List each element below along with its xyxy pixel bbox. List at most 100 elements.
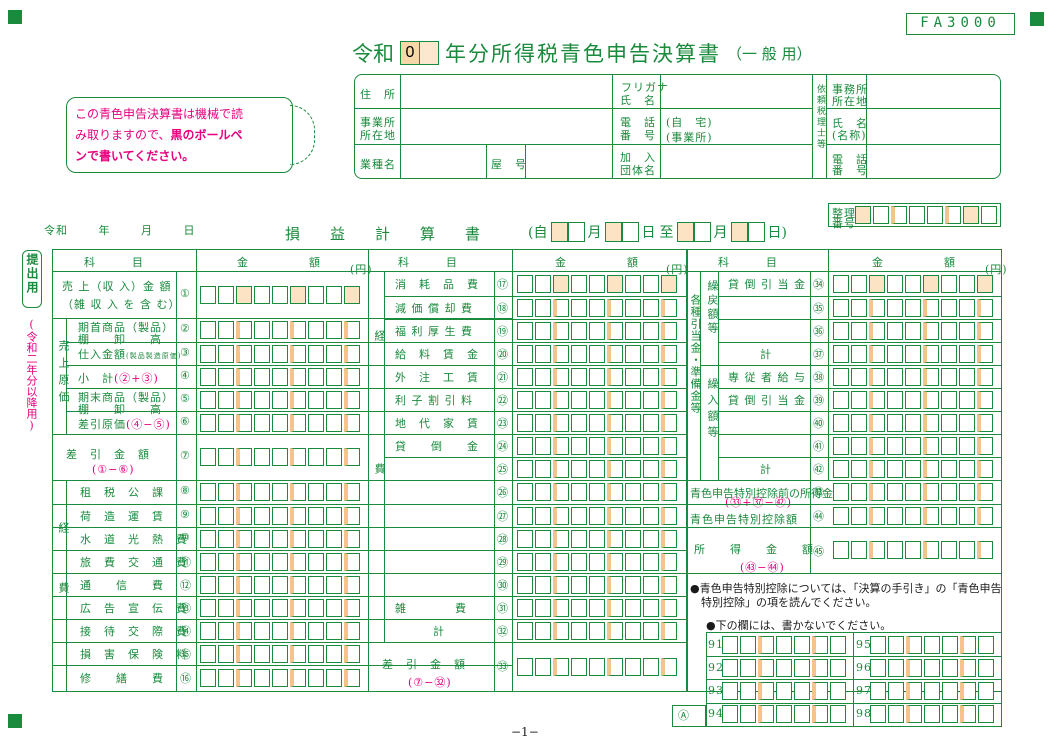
digit-cell[interactable] [218,621,234,640]
digit-cell[interactable] [254,552,270,571]
digit-cell[interactable] [535,529,551,548]
amount-cells-40[interactable] [833,413,995,432]
digit-cell[interactable] [290,529,306,548]
digit-cell[interactable] [851,541,867,559]
digit-cell[interactable] [517,413,533,432]
digit-cell[interactable] [272,669,288,687]
year-box[interactable]: 0 [400,41,439,65]
digit-cell[interactable] [625,275,641,293]
digit-cell[interactable] [517,483,533,501]
digit-cell[interactable] [535,275,551,293]
digit-cell[interactable] [888,636,904,654]
digit-cell[interactable] [833,321,849,340]
digit-cell[interactable] [887,541,903,559]
digit-cell[interactable] [218,506,234,525]
digit-cell[interactable] [218,669,234,687]
amount-cells-23[interactable] [517,413,679,432]
digit-cell[interactable] [589,575,605,594]
digit-cell[interactable] [553,459,569,478]
digit-cell[interactable] [887,321,903,340]
digit-cell[interactable] [326,286,342,304]
amount-cells-3[interactable] [200,344,362,363]
digit-cell[interactable] [553,436,569,455]
digit-cell[interactable] [905,507,921,525]
digit-cell[interactable] [661,598,677,617]
digit-cell[interactable] [218,344,234,363]
digit-cell[interactable] [254,506,270,525]
digit-cell[interactable] [254,390,270,409]
digit-cell[interactable] [571,459,587,478]
digit-cell[interactable] [290,598,306,617]
digit-cell[interactable] [218,644,234,663]
digit-cell[interactable] [254,529,270,548]
digit-cell[interactable] [553,621,569,640]
digit-cell[interactable] [535,298,551,317]
digit-cell[interactable] [589,552,605,571]
digit-cell[interactable] [236,344,252,363]
amount-cells-2[interactable] [200,321,362,339]
digit-cell[interactable] [887,483,903,501]
digit-cell[interactable] [643,275,659,293]
digit-cell[interactable] [607,321,623,340]
digit-cell[interactable] [977,390,993,409]
digit-cell[interactable] [535,506,551,525]
digit-cell[interactable] [517,506,533,525]
digit-cell[interactable] [661,367,677,386]
digit-cell[interactable] [833,390,849,409]
digit-cell[interactable] [869,390,885,409]
digit-cell[interactable] [643,483,659,501]
digit-cell[interactable] [661,321,677,340]
amount-cells-35[interactable] [833,298,995,317]
digit-cell[interactable] [941,483,957,501]
digit-cell[interactable] [643,575,659,594]
digit-cell[interactable] [833,436,849,455]
digit-cell[interactable] [869,541,885,559]
digit-cell[interactable] [589,529,605,548]
digit-cell[interactable] [517,298,533,317]
digit-cell[interactable] [758,705,774,723]
digit-cell[interactable] [625,321,641,340]
digit-cell[interactable] [535,575,551,594]
grid-cells-right-2[interactable] [870,682,996,700]
digit-cell[interactable] [661,658,677,676]
digit-cell[interactable] [553,552,569,571]
digit-cell[interactable] [272,644,288,663]
digit-cell[interactable] [535,344,551,363]
amount-cells-20[interactable] [517,344,679,363]
digit-cell[interactable] [625,575,641,594]
digit-cell[interactable] [851,321,867,340]
digit-cell[interactable] [254,344,270,363]
digit-cell[interactable] [236,598,252,617]
digit-cell[interactable] [942,682,958,700]
amount-cells-43[interactable] [833,483,995,501]
digit-cell[interactable] [977,367,993,386]
digit-cell[interactable] [308,390,324,409]
amount-cells-25[interactable] [517,459,679,478]
digit-cell[interactable] [218,598,234,617]
digit-cell[interactable] [870,705,886,723]
digit-cell[interactable] [589,298,605,317]
digit-cell[interactable] [290,390,306,409]
digit-cell[interactable] [977,275,993,293]
digit-cell[interactable] [959,436,975,455]
digit-cell[interactable] [236,413,252,432]
digit-cell[interactable] [272,344,288,363]
digit-cell[interactable] [960,659,976,677]
digit-cell[interactable] [344,483,360,501]
digit-cell[interactable] [553,390,569,409]
digit-cell[interactable] [625,598,641,617]
digit-cell[interactable] [607,529,623,548]
amount-cells-21[interactable] [517,367,679,386]
digit-cell[interactable] [589,621,605,640]
digit-cell[interactable] [290,644,306,663]
digit-cell[interactable] [905,483,921,501]
digit-cell[interactable] [643,506,659,525]
digit-cell[interactable] [776,705,792,723]
digit-cell[interactable] [571,483,587,501]
digit-cell[interactable] [661,529,677,548]
digit-cell[interactable] [977,321,993,340]
digit-cell[interactable] [535,552,551,571]
digit-cell[interactable] [236,448,252,466]
digit-cell[interactable] [887,459,903,478]
digit-cell[interactable] [290,286,306,304]
